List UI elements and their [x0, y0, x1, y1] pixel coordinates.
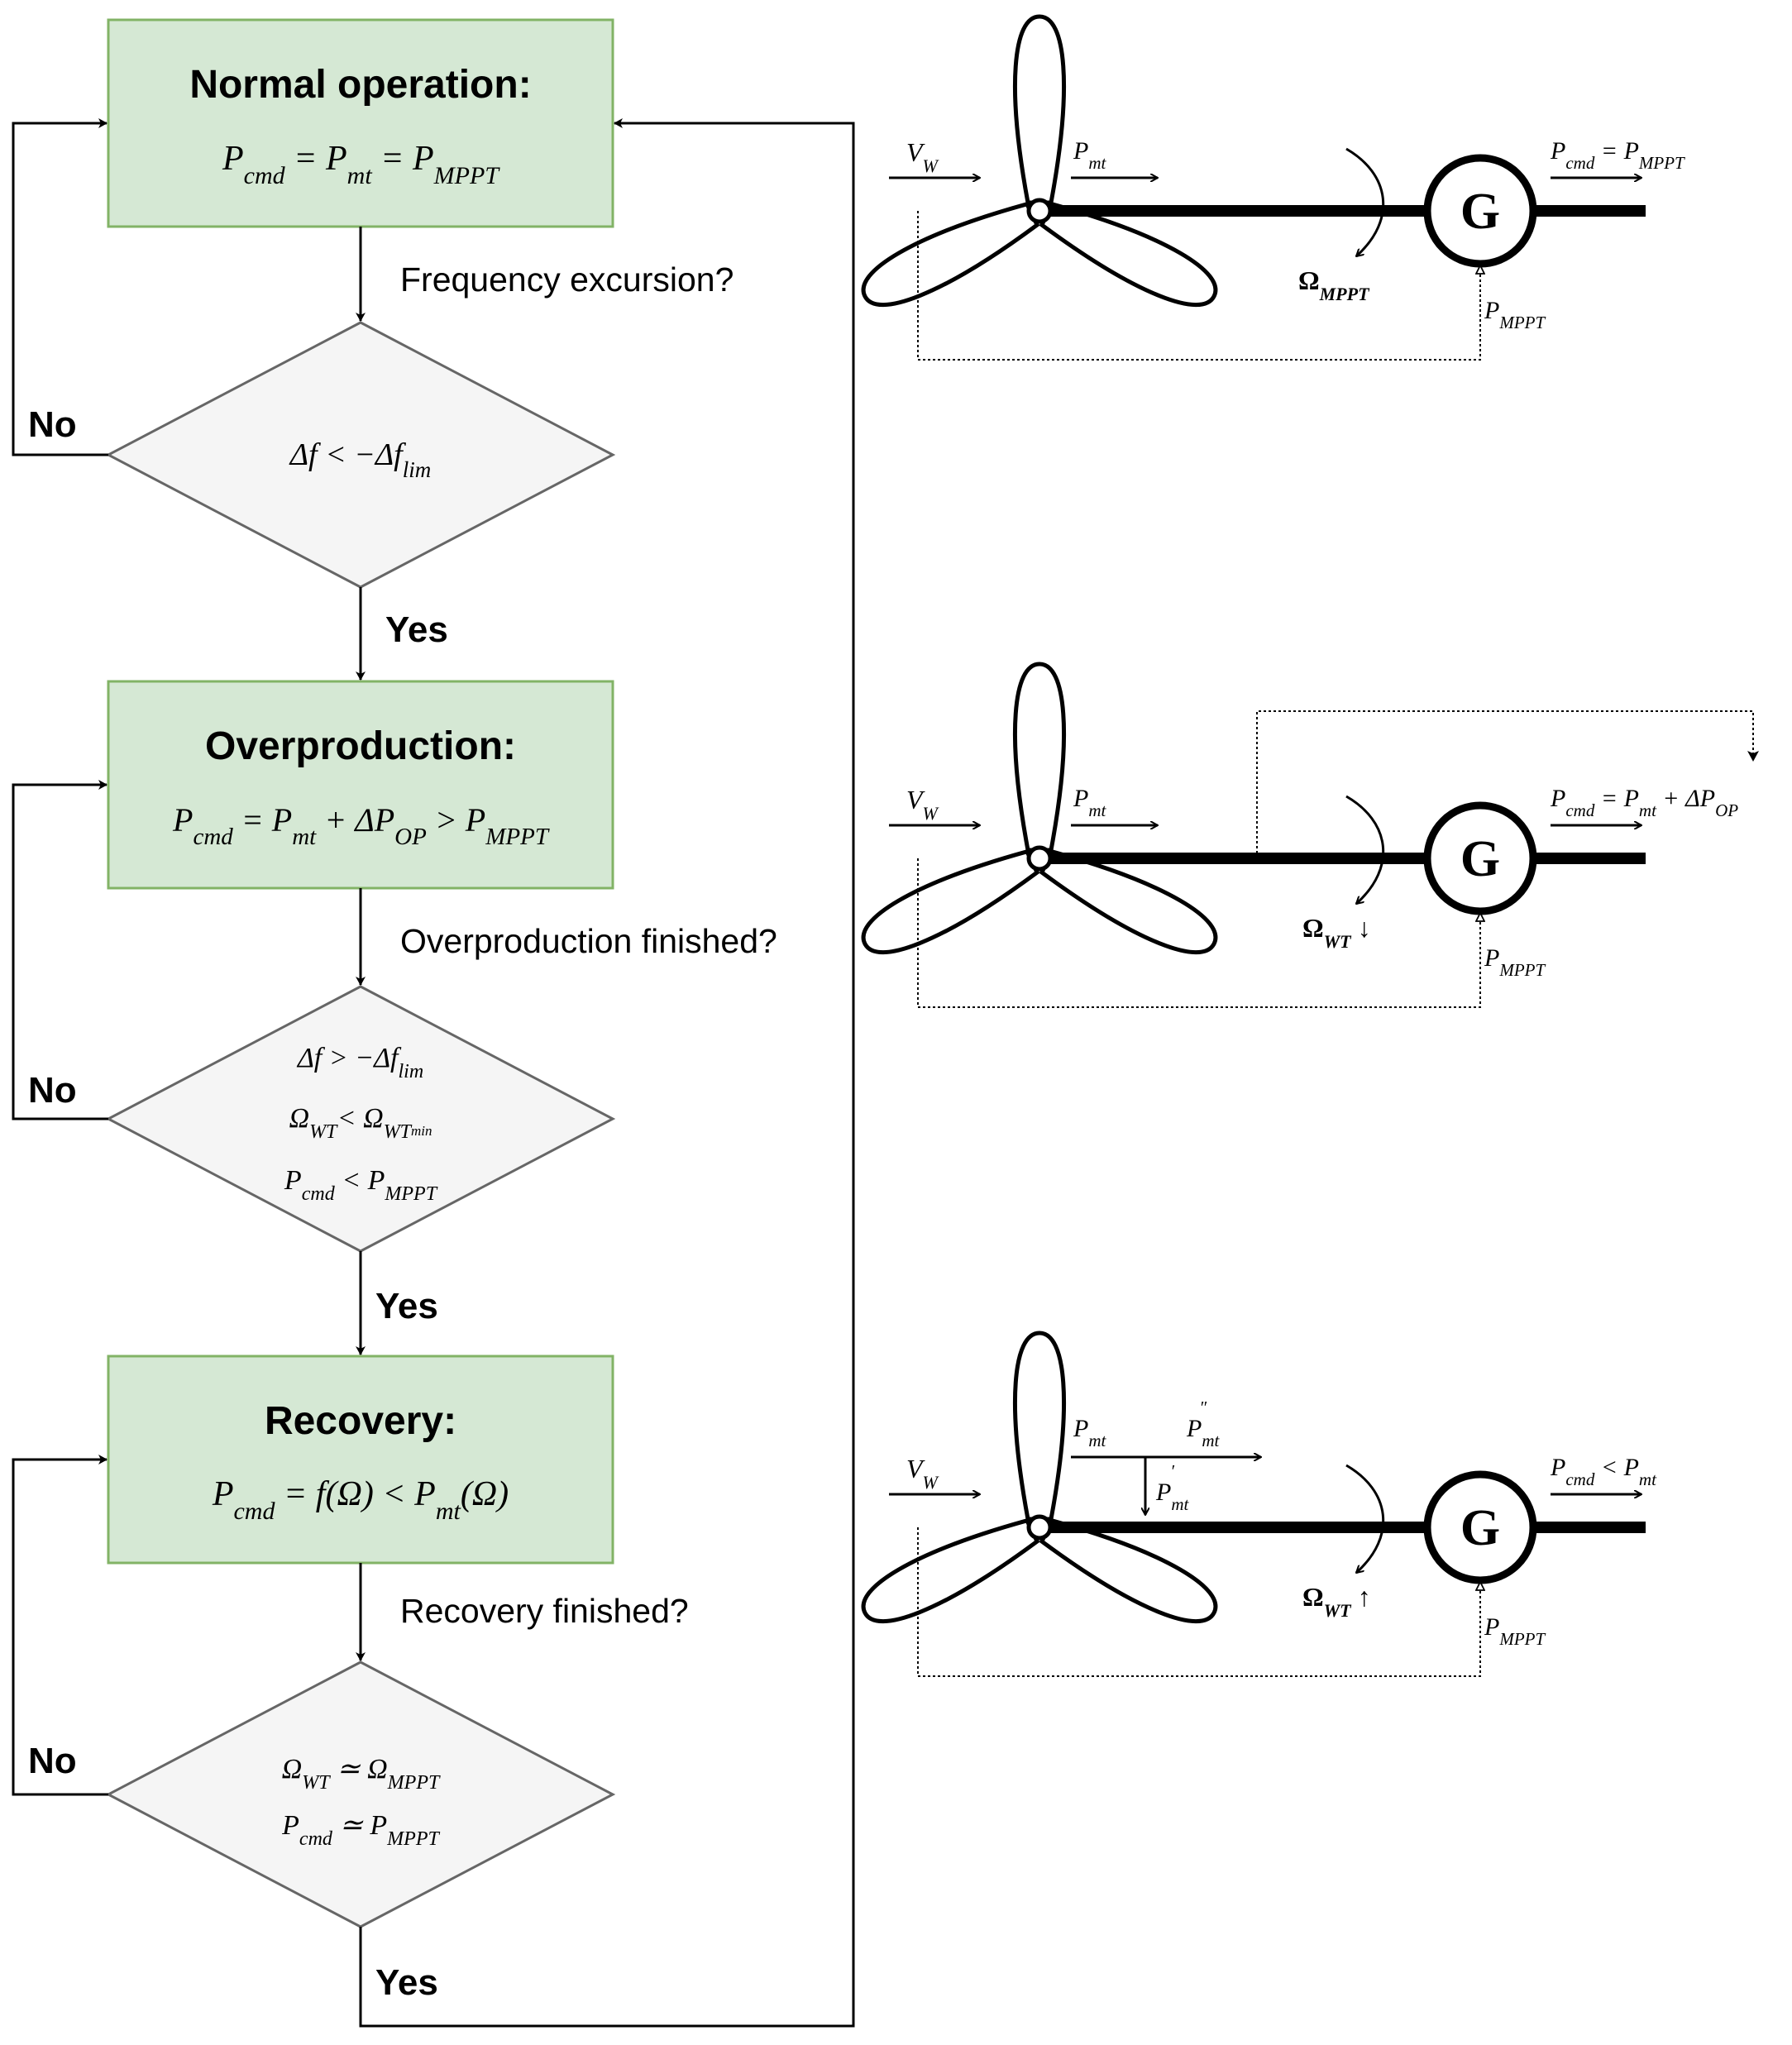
- decision-overproduction-check: Δf > −Δflim ΩWT < ΩWTmin Pcmd < PMPPT: [105, 985, 616, 1253]
- generator-label: G: [1460, 1500, 1500, 1556]
- wind-label: VW: [906, 785, 939, 824]
- generator-label: G: [1460, 831, 1500, 887]
- state-title: Normal operation:: [189, 63, 531, 107]
- feedback-label: PMPPT: [1484, 1613, 1546, 1649]
- feedback-line: [917, 211, 1480, 361]
- state-equation: Pcmd = Pmt + ΔPOP > PMPPT: [172, 801, 550, 850]
- decision-frequency-check: Δf < −Δflim: [105, 321, 616, 589]
- rotation-arrow-icon: [1345, 147, 1385, 256]
- connector: [12, 780, 108, 1120]
- state-equation: Pcmd = f(Ω) < Pmt(Ω): [212, 1475, 509, 1525]
- no-label: No: [28, 1741, 77, 1781]
- output-label: Pcmd = Pmt + ΔPOP: [1550, 785, 1738, 820]
- mech-power-label: Pmt: [1073, 1415, 1106, 1450]
- output-label: Pcmd = PMPPT: [1550, 137, 1685, 173]
- generator-icon: [1423, 1470, 1537, 1584]
- state-overproduction: Overproduction: Pcmd = Pmt + ΔPOP > PMPP…: [107, 680, 614, 890]
- yes-label: Yes: [385, 609, 448, 650]
- decision-condition: ΩWT ≃ ΩMPPT: [282, 1754, 441, 1794]
- connector: [12, 1455, 108, 1796]
- turbine-rotor-icon: [854, 17, 1225, 318]
- state-equation: Pcmd = Pmt = PMPPT: [222, 140, 500, 189]
- no-label: No: [28, 1070, 77, 1111]
- mech-power-split-label: Pmt″: [1186, 1398, 1220, 1450]
- yes-label: Yes: [375, 1286, 438, 1326]
- flowchart: Normal operation: Pcmd = Pmt = PMPPT Ove…: [12, 18, 855, 2028]
- decision-condition: Pcmd < PMPPT: [284, 1165, 438, 1205]
- state-title: Recovery:: [265, 1399, 456, 1443]
- feedback-label: PMPPT: [1484, 297, 1546, 332]
- feedback-line: [917, 858, 1480, 1008]
- mech-power-label: Pmt: [1073, 785, 1106, 820]
- state-recovery: Recovery: Pcmd = f(Ω) < Pmt(Ω): [107, 1355, 614, 1565]
- feedback-line: [917, 1527, 1480, 1677]
- mech-power-label: Pmt: [1073, 137, 1106, 173]
- speed-label: ΩMPPT: [1298, 265, 1370, 304]
- yes-label: Yes: [375, 1962, 438, 2003]
- turbine-rotor-icon: [854, 664, 1225, 966]
- state-title: Overproduction:: [205, 724, 516, 768]
- connector: [12, 118, 108, 456]
- decision-condition: ΩWT < ΩWTmin: [289, 1103, 432, 1143]
- rotation-arrow-icon: [1345, 1464, 1385, 1573]
- speed-label: ΩWT ↓: [1302, 913, 1371, 952]
- flow-connectors: [12, 118, 855, 2028]
- feedback-label: PMPPT: [1484, 944, 1546, 980]
- turbine-overproduction: G VW Pmt ΩWT ↓ Pcmd = Pmt + ΔPOP PMPPT: [854, 664, 1759, 1008]
- decision-recovery-check: ΩWT ≃ ΩMPPT Pcmd ≃ PMPPT: [105, 1660, 616, 1928]
- state-normal-operation: Normal operation: Pcmd = Pmt = PMPPT: [107, 18, 614, 228]
- generator-icon: [1423, 154, 1537, 268]
- no-label: No: [28, 404, 77, 445]
- wind-label: VW: [906, 137, 939, 176]
- generator-icon: [1423, 801, 1537, 915]
- decision-condition: Pcmd ≃ PMPPT: [281, 1810, 440, 1850]
- mech-power-shaft-label: Pmt′: [1155, 1461, 1189, 1514]
- turbine-normal-operation: G VW Pmt ΩMPPT Pcmd = PMPPT PMPPT: [854, 17, 1685, 361]
- generator-label: G: [1460, 184, 1500, 240]
- turbine-recovery: G VW Pmt Pmt″ Pmt′ ΩWT ↑ Pcmd < Pmt PMPP…: [854, 1333, 1657, 1677]
- wind-label: VW: [906, 1454, 939, 1493]
- question-label: Recovery finished?: [400, 1592, 689, 1630]
- output-label: Pcmd < Pmt: [1550, 1454, 1657, 1489]
- rotation-arrow-icon: [1345, 795, 1385, 904]
- decision-condition: Δf > −Δflim: [296, 1043, 423, 1082]
- question-label: Overproduction finished?: [400, 922, 777, 960]
- connector: [359, 118, 855, 2028]
- decision-condition: Δf < −Δflim: [289, 437, 432, 482]
- question-label: Frequency excursion?: [400, 260, 734, 299]
- speed-label: ΩWT ↑: [1302, 1582, 1371, 1621]
